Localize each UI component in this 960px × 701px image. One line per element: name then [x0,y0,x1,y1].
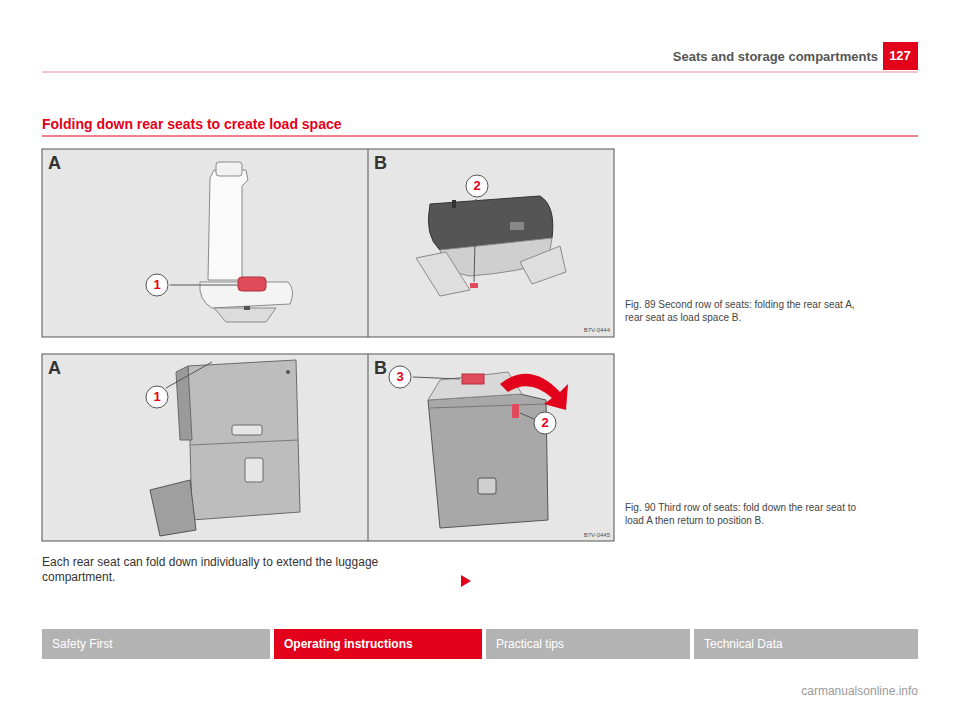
panel-divider [368,354,369,541]
section-tab: Safety First [42,629,270,659]
page-number: 127 [889,48,911,64]
panel-letter: B [374,152,387,175]
section-tab: Practical tips [486,629,690,659]
continue-arrow [461,575,471,587]
section-tab: Technical Data [694,629,918,659]
section-title: Folding down rear seats to create load s… [42,116,342,132]
header-rule [42,72,918,73]
seat-illustration [200,162,293,322]
page-number-tab [883,42,918,70]
section-tab: Operating instructions [274,629,482,659]
callout-number: 1 [153,277,160,293]
tab-label: Practical tips [496,637,680,651]
callout-number: 3 [396,369,403,385]
folded-seat-illustration [416,196,566,296]
watermark: carmanualsonline.info [801,684,918,699]
figure-frame [42,354,614,541]
tab-label: Technical Data [704,637,908,651]
panel-letter: A [48,357,61,380]
motion-arrow [500,374,568,410]
figure-frame [42,149,614,337]
image-code: B7V-0444 [584,327,610,335]
running-header: Seats and storage compartments [673,49,878,65]
figure-caption: Fig. 89 Second row of seats: folding the… [625,299,865,324]
panel-letter: A [48,152,61,175]
callout-number: 2 [473,178,480,194]
image-code: B7V-0445 [584,532,610,540]
body-text: Each rear seat can fold down individuall… [42,555,422,585]
panel-divider [368,149,369,337]
callout-number: 1 [153,389,160,405]
figure-caption: Fig. 90 Third row of seats: fold down th… [625,502,865,527]
callout-number: 2 [541,415,548,431]
callout-circles [146,175,556,434]
title-rule [42,136,918,137]
folded-seat-back-illustration [428,372,568,528]
tab-label: Operating instructions [284,637,472,651]
tab-label: Safety First [52,637,260,651]
panel-letter: B [374,357,387,380]
seat-back-illustration [150,360,300,536]
leader-lines [166,199,534,419]
